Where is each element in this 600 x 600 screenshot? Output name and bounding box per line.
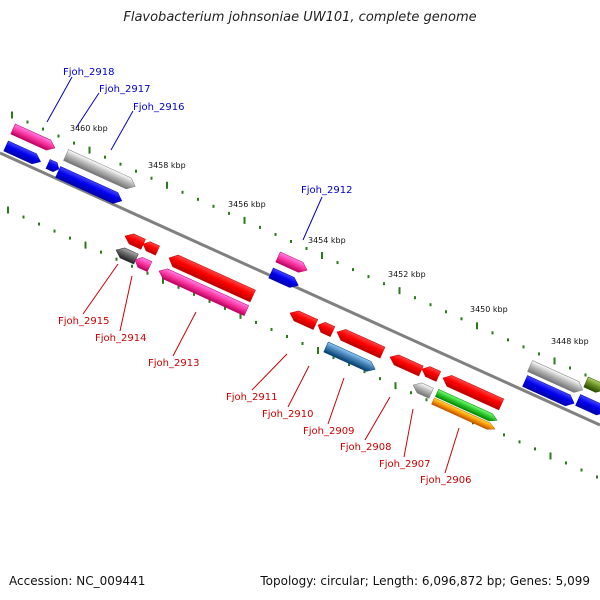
gene-label-fjoh-2910[interactable]: Fjoh_2910: [262, 409, 313, 420]
feature-fjoh-2916-b: [55, 166, 123, 204]
genome-summary-text: Topology: circular; Length: 6,096,872 bp…: [260, 574, 590, 588]
leader-line: [444, 427, 460, 474]
feature-fjoh-2913-a: [168, 254, 256, 303]
feature-fjoh-2906-c: [431, 397, 496, 430]
leader-line: [75, 92, 100, 129]
feature-fjoh-2906-a: [442, 375, 505, 411]
gene-label-fjoh-2914[interactable]: Fjoh_2914: [95, 333, 146, 344]
gene-label-fjoh-2913[interactable]: Fjoh_2913: [148, 358, 199, 369]
backbone-line: [0, 151, 600, 427]
feature-fjoh-2906-b: [435, 389, 498, 422]
feature-fjoh-2912-b: [268, 267, 299, 288]
leader-line: [82, 263, 119, 315]
gene-label-fjoh-2909[interactable]: Fjoh_2909: [303, 426, 354, 437]
gene-label-fjoh-2916[interactable]: Fjoh_2916: [133, 102, 184, 113]
scale-label-3450: 3450 kbp: [470, 305, 508, 314]
feature-fjoh-2908: [389, 354, 424, 377]
leader-line: [110, 110, 134, 151]
feature-right-blue: [522, 375, 575, 407]
feature-fjoh-2912-a: [275, 251, 308, 273]
scale-label-3452: 3452 kbp: [388, 270, 426, 279]
label-leader-lines: [46, 76, 460, 474]
leader-line: [251, 353, 288, 391]
gene-label-fjoh-2917[interactable]: Fjoh_2917: [99, 84, 150, 95]
leader-line: [287, 365, 310, 408]
leader-line: [302, 196, 323, 241]
feature-fjoh-2911: [289, 310, 319, 330]
feature-fjoh-2909-a: [336, 329, 386, 359]
feature-fjoh-2907-b: [412, 382, 434, 399]
leader-line: [403, 408, 414, 458]
leader-line: [46, 76, 73, 123]
leader-line: [327, 377, 345, 425]
feature-arrows: [3, 123, 600, 430]
feature-fjoh-2916-a: [63, 149, 136, 190]
map-title: Flavobacterium johnsoniae UW101, complet…: [123, 10, 477, 25]
feature-fjoh-2914-a: [115, 247, 139, 265]
scale-label-3456: 3456 kbp: [228, 200, 266, 209]
accession-text: Accession: NC_009441: [9, 574, 146, 588]
feature-fjoh-2909-b: [323, 341, 376, 372]
feature-fjoh-2913-b: [158, 268, 250, 316]
scale-label-3458: 3458 kbp: [148, 161, 186, 170]
feature-fjoh-2915-a: [124, 233, 146, 250]
leader-line: [172, 311, 197, 357]
leader-line: [119, 275, 133, 332]
gene-label-fjoh-2907[interactable]: Fjoh_2907: [379, 459, 430, 470]
gene-label-fjoh-2912[interactable]: Fjoh_2912: [301, 185, 352, 196]
scale-label-3454: 3454 kbp: [308, 236, 346, 245]
feature-fjoh-2914-b: [134, 257, 153, 272]
gene-label-fjoh-2911[interactable]: Fjoh_2911: [226, 392, 277, 403]
gene-label-fjoh-2915[interactable]: Fjoh_2915: [58, 316, 109, 327]
leader-line: [364, 396, 391, 441]
scale-label-3448: 3448 kbp: [551, 337, 589, 346]
gene-label-fjoh-2908[interactable]: Fjoh_2908: [340, 442, 391, 453]
feature-fjoh-2917-b: [45, 159, 60, 173]
scale-label-3460: 3460 kbp: [70, 124, 108, 133]
feature-fjoh-2918: [10, 123, 56, 151]
tick-marks: [7, 111, 598, 479]
feature-right-blue-b: [575, 394, 600, 416]
feature-fjoh-2910: [317, 322, 336, 337]
gene-label-fjoh-2906[interactable]: Fjoh_2906: [420, 475, 471, 486]
feature-right-grey: [527, 360, 584, 393]
feature-fjoh-2915-b: [142, 241, 160, 256]
feature-right-olive: [583, 376, 600, 393]
feature-fjoh-2907-a: [421, 366, 441, 382]
feature-fjoh-2917-a: [3, 140, 41, 165]
gene-label-fjoh-2918[interactable]: Fjoh_2918: [63, 67, 114, 78]
